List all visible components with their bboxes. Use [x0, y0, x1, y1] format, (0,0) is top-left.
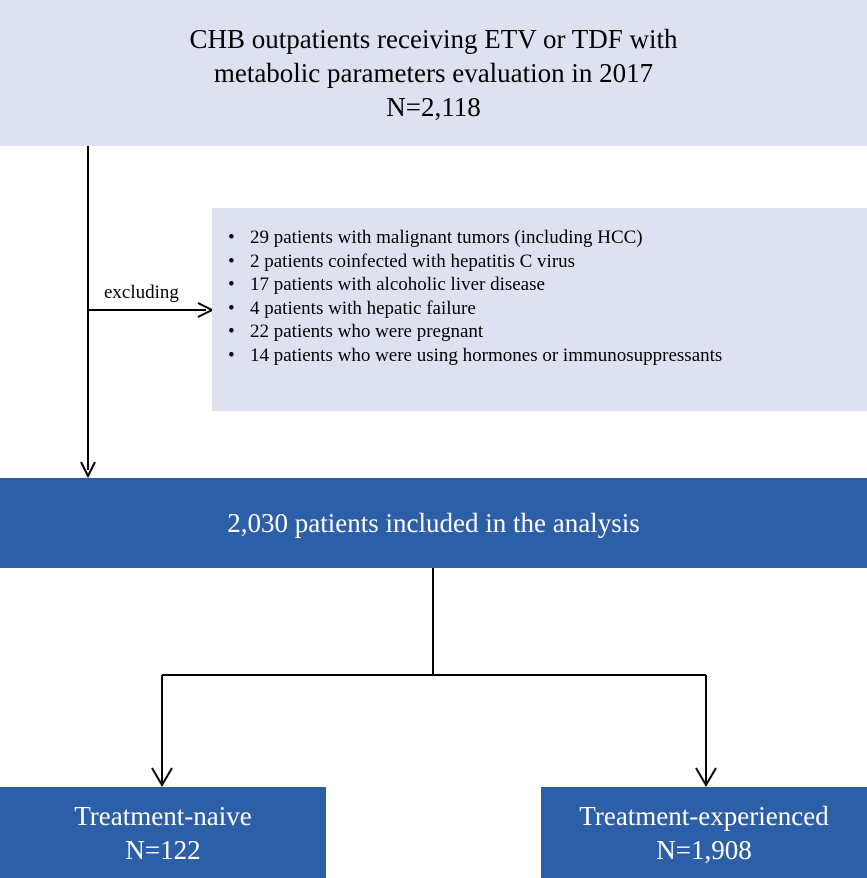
bullet-icon: •: [228, 227, 235, 248]
exclusion-item: • 22 patients who were pregnant: [228, 320, 867, 344]
exclusion-item: • 2 patients coinfected with hepatitis C …: [228, 250, 867, 274]
bullet-icon: •: [228, 321, 235, 343]
exclusion-item-text: 29 patients with malignant tumors (inclu…: [250, 227, 643, 248]
exclusion-item-text: 2 patients coinfected with hepatitis C v…: [250, 250, 576, 272]
treatment-naive-box: Treatment-naive N=122: [0, 787, 326, 878]
bullet-icon: •: [228, 297, 235, 319]
group-name: Treatment-experienced: [579, 800, 829, 831]
included-box: 2,030 patients included in the analysis: [0, 478, 867, 568]
excluding-label: excluding: [104, 282, 179, 303]
exclusion-box: • 29 patients with malignant tumors (incl…: [212, 208, 867, 411]
enrollment-line-1: CHB outpatients receiving ETV or TDF wit…: [189, 24, 678, 54]
main-flow-arrowhead: [80, 461, 96, 479]
exclusion-item: • 17 patients with alcoholic liver diseas…: [228, 273, 867, 297]
exclusion-item-text: 14 patients who were using hormones or i…: [250, 344, 723, 366]
exclusion-list: • 29 patients with malignant tumors (incl…: [228, 226, 867, 368]
enrollment-count: N=2,118: [386, 92, 481, 122]
group-count: N=1,908: [656, 834, 752, 865]
exclusion-item-text: 22 patients who were pregnant: [250, 321, 484, 343]
enrollment-box: CHB outpatients receiving ETV or TDF wit…: [0, 0, 867, 146]
left-branch-arrowhead: [151, 767, 173, 787]
exclusion-item: • 4 patients with hepatic failure: [228, 297, 867, 321]
exclusion-item: • 29 patients with malignant tumors (incl…: [228, 226, 867, 250]
enrollment-line-2: metabolic parameters evaluation in 2017: [213, 58, 654, 88]
exclusion-item-text: 17 patients with alcoholic liver disease: [250, 274, 545, 296]
right-branch-arrowhead: [695, 767, 717, 787]
included-text: 2,030 patients included in the analysis: [227, 507, 640, 538]
bullet-icon: •: [228, 344, 235, 366]
group-name: Treatment-naive: [74, 800, 252, 831]
group-count: N=122: [125, 834, 201, 865]
exclusion-item-text: 4 patients with hepatic failure: [250, 297, 476, 319]
bullet-icon: •: [228, 250, 235, 272]
treatment-experienced-box: Treatment-experienced N=1,908: [541, 787, 867, 878]
exclusion-item: • 14 patients who were using hormones or …: [228, 344, 867, 368]
bullet-icon: •: [228, 274, 235, 296]
